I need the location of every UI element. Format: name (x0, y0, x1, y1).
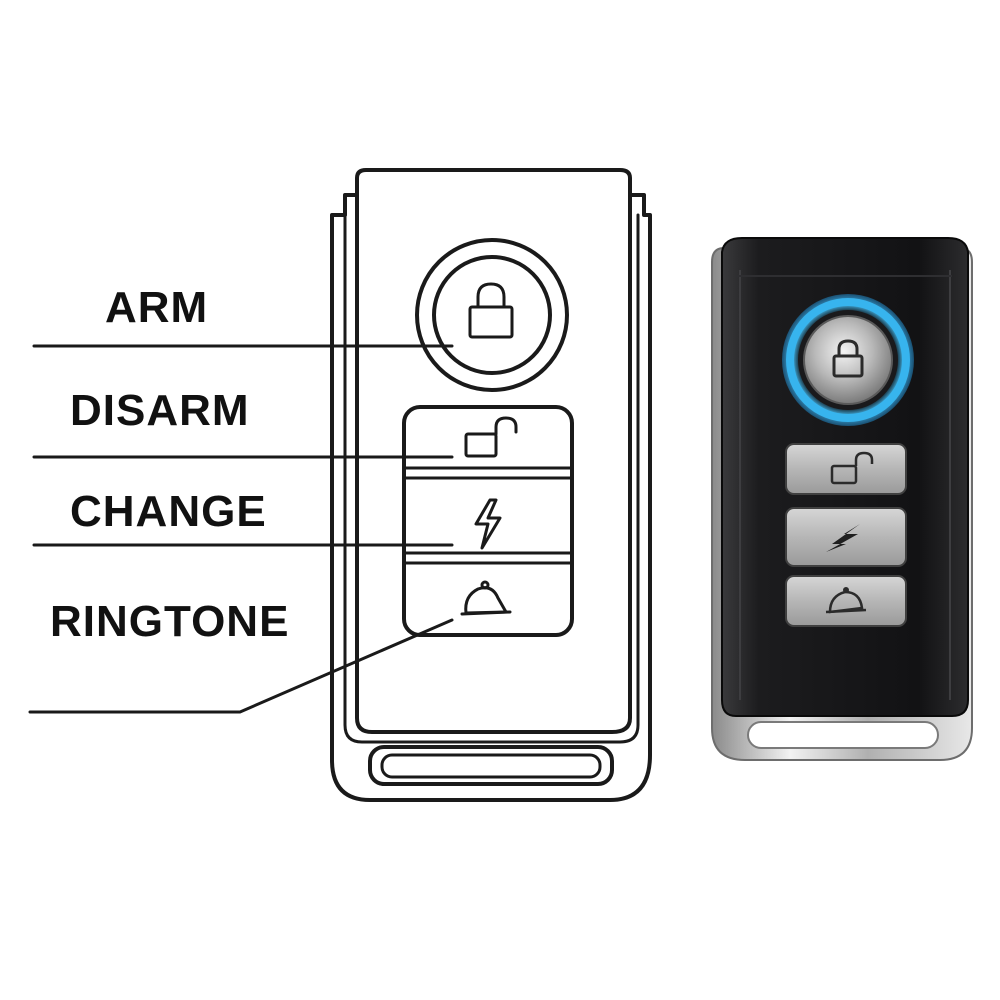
change-label: CHANGE (70, 487, 267, 536)
product-photo-remote (711, 237, 973, 761)
lightning-bolt-icon (474, 498, 502, 550)
lightning-bolt-icon (826, 524, 860, 552)
remote-front-plate (355, 193, 632, 734)
photo-disarm-button[interactable] (785, 443, 907, 495)
remote-housing-back (330, 168, 652, 802)
arm-button[interactable] (432, 255, 552, 375)
disarm-label: DISARM (70, 386, 250, 435)
arm-button-outer-ring (415, 238, 569, 392)
callout-arm: ARM (32, 283, 454, 348)
unlocked-padlock-icon (464, 416, 518, 458)
button-block (402, 405, 574, 637)
bell-icon (825, 587, 867, 614)
locked-padlock-icon (832, 339, 864, 378)
callout-ringtone: RINGTONE (28, 597, 454, 714)
callout-disarm: DISARM (32, 386, 454, 459)
unlocked-padlock-icon (830, 451, 874, 485)
key-loop-slot (747, 721, 939, 749)
bell-icon (460, 580, 512, 616)
ringtone-leader-line (28, 618, 454, 714)
keyring-slot (368, 745, 614, 786)
ringtone-button[interactable] (406, 565, 570, 633)
line-art-remote (330, 168, 652, 802)
ringtone-label: RINGTONE (50, 597, 289, 646)
photo-ringtone-button[interactable] (785, 575, 907, 627)
callout-change: CHANGE (32, 487, 454, 547)
locked-padlock-icon (468, 282, 514, 339)
photo-arm-button[interactable] (803, 315, 893, 405)
arm-label: ARM (105, 283, 208, 332)
